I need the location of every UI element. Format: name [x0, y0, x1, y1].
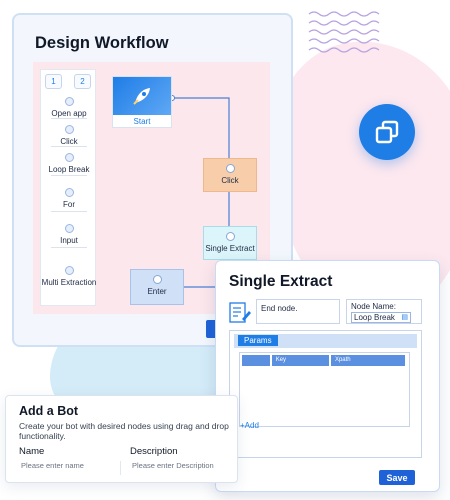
- tool-label: Loop Break: [48, 165, 90, 174]
- pointer-icon: [225, 164, 235, 173]
- name-label: Name: [19, 446, 45, 457]
- multi-extract-icon: [64, 266, 74, 275]
- divider: [51, 118, 87, 119]
- node-toolbox: 1 2 Open app Click Loop Break For: [40, 69, 96, 306]
- column-header-select: [242, 355, 270, 366]
- divider: [51, 247, 87, 248]
- for-icon: [64, 188, 74, 197]
- rocket-icon: [113, 77, 171, 115]
- tool-loop-break[interactable]: Loop Break: [41, 153, 97, 174]
- description-input[interactable]: Please enter Description: [132, 461, 214, 470]
- node-label: Click: [221, 176, 239, 185]
- tool-label: Input: [60, 236, 78, 245]
- pointer-icon: [64, 125, 74, 134]
- extract-panel-title: Single Extract: [229, 273, 333, 290]
- tool-label: Click: [60, 137, 78, 146]
- params-area: Params Key Xpath +Add: [229, 330, 422, 458]
- params-table: Key Xpath: [239, 352, 410, 427]
- clipboard-icon: ▤: [401, 313, 408, 321]
- page-tab-1[interactable]: 1: [45, 74, 62, 89]
- node-label: Enter: [147, 287, 167, 296]
- node-label: Start: [133, 117, 151, 126]
- keyboard-icon: [152, 275, 162, 284]
- tool-label: For: [63, 200, 75, 209]
- node-name-label: Node Name:: [351, 302, 396, 311]
- end-node-field[interactable]: End node.: [256, 299, 340, 324]
- node-enter[interactable]: Enter: [130, 269, 184, 305]
- loop-icon: [64, 153, 74, 162]
- workflow-title: Design Workflow: [35, 34, 169, 52]
- node-name-value: Loop Break: [354, 312, 395, 322]
- tool-label: Multi Extraction: [41, 278, 97, 287]
- tool-multi-extraction[interactable]: Multi Extraction: [41, 266, 97, 287]
- node-name-input[interactable]: Loop Break ▤: [351, 312, 411, 323]
- tool-for[interactable]: For: [41, 188, 97, 209]
- params-tab-bar: Params: [234, 334, 417, 348]
- divider: [51, 146, 87, 147]
- node-single-extract[interactable]: Single Extract: [203, 226, 257, 260]
- tool-click[interactable]: Click: [41, 125, 97, 146]
- add-bot-card: Add a Bot Create your bot with desired n…: [5, 395, 238, 483]
- column-header-key: Key: [271, 355, 329, 366]
- params-table-header: Key Xpath: [242, 355, 407, 366]
- page-tab-2[interactable]: 2: [74, 74, 91, 89]
- decorative-wave-lines: [308, 11, 380, 53]
- description-label: Description: [130, 446, 178, 457]
- bot-card-description: Create your bot with desired nodes using…: [19, 421, 229, 441]
- divider: [51, 175, 87, 176]
- tool-label: Open app: [51, 109, 87, 118]
- extract-icon: [225, 232, 235, 241]
- tool-open-app[interactable]: Open app: [41, 97, 97, 118]
- single-extract-panel: Single Extract End node. Node Name: Loop…: [215, 260, 440, 492]
- edit-document-icon: [229, 302, 251, 323]
- tool-input[interactable]: Input: [41, 224, 97, 245]
- design-workflow-panel: Design Workflow 1 2 Open app Click Loop …: [12, 13, 293, 347]
- bot-card-title: Add a Bot: [19, 404, 79, 418]
- browser-icon: [64, 97, 74, 106]
- node-name-group: Node Name: Loop Break ▤: [346, 299, 422, 324]
- node-start[interactable]: Start: [112, 76, 172, 128]
- divider: [51, 211, 87, 212]
- input-icon: [64, 224, 74, 233]
- copy-icon: [375, 120, 399, 144]
- node-click[interactable]: Click: [203, 158, 257, 192]
- save-button[interactable]: Save: [379, 470, 415, 485]
- name-input[interactable]: Please enter name: [19, 461, 121, 475]
- copy-button[interactable]: [359, 104, 415, 160]
- add-param-link[interactable]: +Add: [240, 421, 259, 430]
- node-label: Single Extract: [205, 244, 255, 253]
- tab-params[interactable]: Params: [238, 335, 278, 346]
- page-tabs: 1 2: [41, 70, 95, 89]
- column-header-xpath: Xpath: [330, 355, 405, 366]
